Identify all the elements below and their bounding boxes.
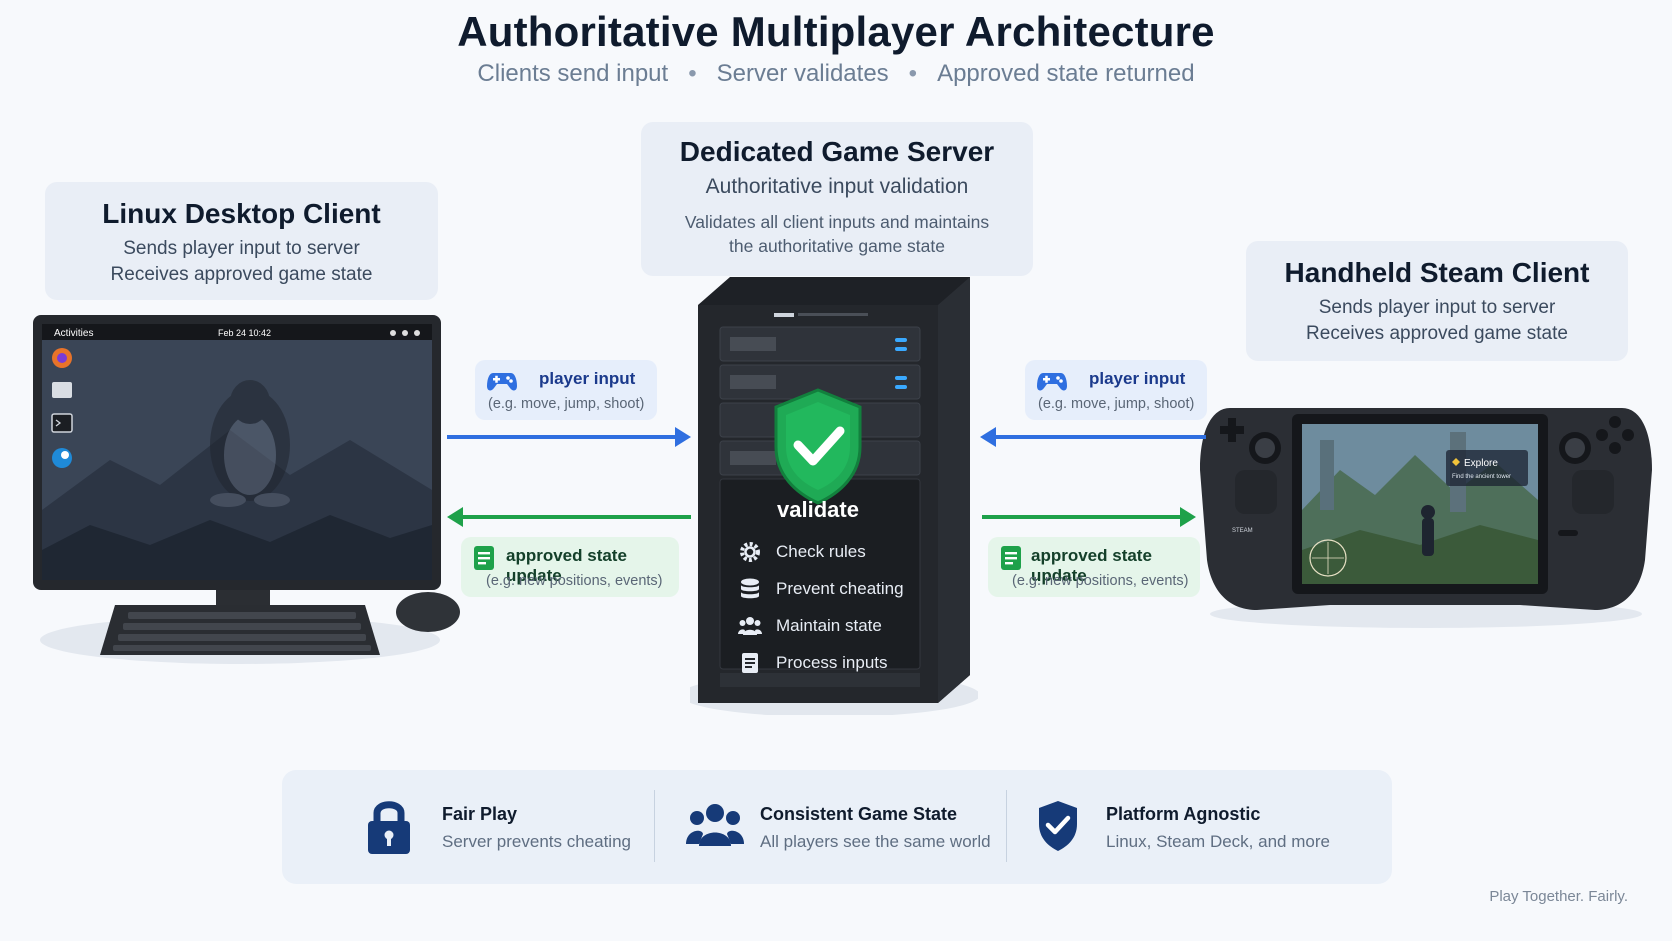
feature-subtitle: Linux, Steam Deck, and more xyxy=(1106,832,1330,851)
quest-title: Explore xyxy=(1464,458,1498,469)
group-icon xyxy=(686,804,744,846)
linux-desktop-illustration: Activities Feb 24 10:42 xyxy=(33,315,460,664)
left-state-subtitle: (e.g. new positions, events) xyxy=(486,573,663,589)
check-label: Check rules xyxy=(776,542,866,561)
menu-button[interactable] xyxy=(1558,530,1578,536)
right-state-update-label: approved state update (e.g. new position… xyxy=(988,537,1200,597)
check-item-cheating: Prevent cheating xyxy=(738,577,938,614)
terminal-icon[interactable] xyxy=(51,413,73,433)
server-card-description: Validates all client inputs and maintain… xyxy=(641,210,1033,258)
quest-subtitle: Find the ancient tower xyxy=(1452,474,1511,480)
right-state-subtitle: (e.g. new positions, events) xyxy=(1012,573,1189,589)
subtitle-part: Clients send input xyxy=(477,60,669,87)
feature-consistent-state: Consistent Game State All players see th… xyxy=(654,770,1006,884)
handheld-card-line: Sends player input to server xyxy=(1318,297,1556,318)
server-card-title: Dedicated Game Server xyxy=(679,136,995,167)
server-rack-units xyxy=(719,326,921,476)
validate-label: validate xyxy=(777,497,859,522)
left-input-title: player input xyxy=(539,369,636,388)
left-trackpad[interactable] xyxy=(1235,470,1277,514)
feature-title: Consistent Game State xyxy=(760,804,958,824)
right-input-arrow xyxy=(980,427,1206,447)
subtitle-part: Server validates xyxy=(716,60,889,87)
feature-fair-play: Fair Play Server prevents cheating xyxy=(282,770,654,884)
steam-logo: STEAM xyxy=(1232,528,1253,534)
minimap-icon xyxy=(1309,539,1347,577)
shield-check-icon xyxy=(1039,801,1077,851)
feature-subtitle: Server prevents cheating xyxy=(442,832,631,851)
feature-divider xyxy=(1006,790,1007,862)
document-icon xyxy=(742,653,758,673)
page-title: Authoritative Multiplayer Architecture xyxy=(457,8,1215,55)
tagline: Play Together. Fairly. xyxy=(1489,888,1628,905)
subtitle-separator: • xyxy=(688,60,697,87)
right-state-arrow xyxy=(982,507,1196,527)
shield-check-icon xyxy=(774,388,862,505)
files-icon[interactable] xyxy=(52,382,72,398)
check-label: Prevent cheating xyxy=(776,579,904,598)
activities-label: Activities xyxy=(54,328,93,339)
right-input-title: player input xyxy=(1089,369,1186,388)
gear-icon xyxy=(740,542,760,562)
y-button[interactable] xyxy=(1609,416,1621,428)
b-button[interactable] xyxy=(1622,429,1634,441)
feature-title: Fair Play xyxy=(442,804,518,824)
server-desc-line: the authoritative game state xyxy=(729,236,945,256)
mouse-icon xyxy=(396,592,460,632)
quest-tooltip xyxy=(1446,450,1528,486)
gamepad-icon xyxy=(487,373,517,391)
server-card: Dedicated Game Server Authoritative inpu… xyxy=(641,122,1033,276)
users-icon xyxy=(738,617,762,635)
steam-icon[interactable] xyxy=(52,448,72,468)
feature-title: Platform Agnostic xyxy=(1106,804,1261,824)
server-desc-line: Validates all client inputs and maintain… xyxy=(684,212,990,232)
left-input-subtitle: (e.g. move, jump, shoot) xyxy=(488,396,645,412)
page-subtitle: Clients send input • Server validates • Appr… xyxy=(0,60,1672,88)
quest-diamond-icon xyxy=(1452,458,1460,466)
linux-card-title: Linux Desktop Client xyxy=(102,198,381,229)
server-card-subtitle: Authoritative input validation xyxy=(705,175,969,198)
handheld-client-card: Handheld Steam Client Sends player input… xyxy=(1246,241,1628,361)
server-check-list: Check rules Prevent cheating Maintain st… xyxy=(738,540,938,688)
handheld-card-title: Handheld Steam Client xyxy=(1284,257,1590,288)
linux-card-line: Receives approved game state xyxy=(110,264,373,285)
feature-subtitle: All players see the same world xyxy=(760,832,991,851)
tux-penguin-icon xyxy=(210,380,290,507)
document-icon xyxy=(1001,546,1021,570)
subtitle-part: Approved state returned xyxy=(937,60,1195,87)
linux-client-card: Linux Desktop Client Sends player input … xyxy=(45,182,438,300)
feature-divider xyxy=(654,790,655,862)
feature-bar: Fair Play Server prevents cheating Consi… xyxy=(282,770,1392,884)
handheld-card-line: Receives approved game state xyxy=(1306,323,1568,344)
clock-label: Feb 24 10:42 xyxy=(218,328,271,338)
left-input-arrow xyxy=(447,427,691,447)
check-item-state: Maintain state xyxy=(738,614,938,651)
linux-card-line: Sends player input to server xyxy=(123,238,360,259)
check-label: Maintain state xyxy=(776,616,882,635)
game-character xyxy=(1422,518,1434,556)
a-button[interactable] xyxy=(1609,442,1621,454)
server-tower-shape xyxy=(690,277,978,715)
right-player-input-label: player input (e.g. move, jump, shoot) xyxy=(1025,360,1207,420)
lock-icon xyxy=(368,801,410,854)
x-button[interactable] xyxy=(1596,429,1608,441)
document-icon xyxy=(474,546,494,570)
left-player-input-label: player input (e.g. move, jump, shoot) xyxy=(475,360,657,420)
steam-deck-illustration: Explore Find the ancient tower STEAM xyxy=(1200,408,1652,628)
feature-platform-agnostic: Platform Agnostic Linux, Steam Deck, and… xyxy=(1006,770,1392,884)
left-state-update-label: approved state update (e.g. new position… xyxy=(461,537,679,597)
left-state-arrow xyxy=(447,507,691,527)
left-state-title: approved state update xyxy=(506,546,627,585)
right-trackpad[interactable] xyxy=(1572,470,1614,514)
check-label: Process inputs xyxy=(776,653,888,672)
subtitle-separator: • xyxy=(908,60,918,87)
check-item-inputs: Process inputs xyxy=(738,651,938,688)
check-item-rules: Check rules xyxy=(738,540,938,577)
database-icon xyxy=(741,578,759,599)
dpad-icon[interactable] xyxy=(1220,418,1244,442)
game-server-tower: validate Check rules Prevent cheating Ma… xyxy=(690,275,978,715)
gamepad-icon xyxy=(1037,373,1067,391)
right-state-title: approved state update xyxy=(1031,546,1152,585)
right-input-subtitle: (e.g. move, jump, shoot) xyxy=(1038,396,1195,412)
